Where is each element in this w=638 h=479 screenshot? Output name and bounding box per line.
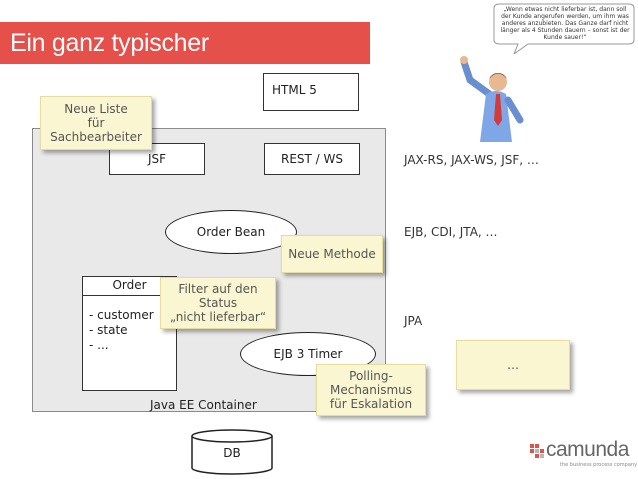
- container-label: Java EE Container: [150, 398, 257, 412]
- db-cylinder-icon: [191, 429, 273, 475]
- note-neue-methode: Neue Methode: [281, 235, 383, 273]
- tech-label-ui: JAX-RS, JAX-WS, JSF, …: [404, 153, 539, 167]
- note-polling: Polling- Mechanismus für Eskalation: [316, 364, 426, 416]
- brand-tagline: the business process company: [560, 462, 638, 468]
- rest-ws-box: REST / WS: [264, 143, 360, 175]
- order-bean-ellipse: Order Bean: [165, 210, 297, 254]
- camunda-logo-icon: [530, 444, 544, 458]
- brand-name: camunda: [546, 438, 629, 461]
- tech-label-logic: EJB, CDI, JTA, …: [404, 225, 498, 239]
- html5-box: HTML 5: [263, 73, 359, 111]
- slide-title: Ein ganz typischer Lösungsansatz: [0, 22, 370, 99]
- db-label: DB: [223, 446, 241, 460]
- speech-bubble-text: „Wenn etwas nicht lieferbar ist, dann so…: [500, 6, 630, 40]
- note-neue-liste: Neue Liste für Sachbearbeiter: [40, 96, 152, 150]
- note-ellipsis: …: [456, 340, 570, 390]
- speech-bubble-shape: [493, 3, 635, 54]
- businessman-icon: [460, 56, 524, 142]
- order-attribute: - ...: [89, 338, 109, 352]
- note-filter: Filter auf den Status „nicht lieferbar“: [160, 277, 276, 329]
- tech-label-persistence: JPA: [404, 314, 423, 328]
- order-attribute: - state: [89, 323, 128, 337]
- order-class-title: Order: [83, 277, 176, 296]
- order-attribute: - customer: [89, 308, 154, 322]
